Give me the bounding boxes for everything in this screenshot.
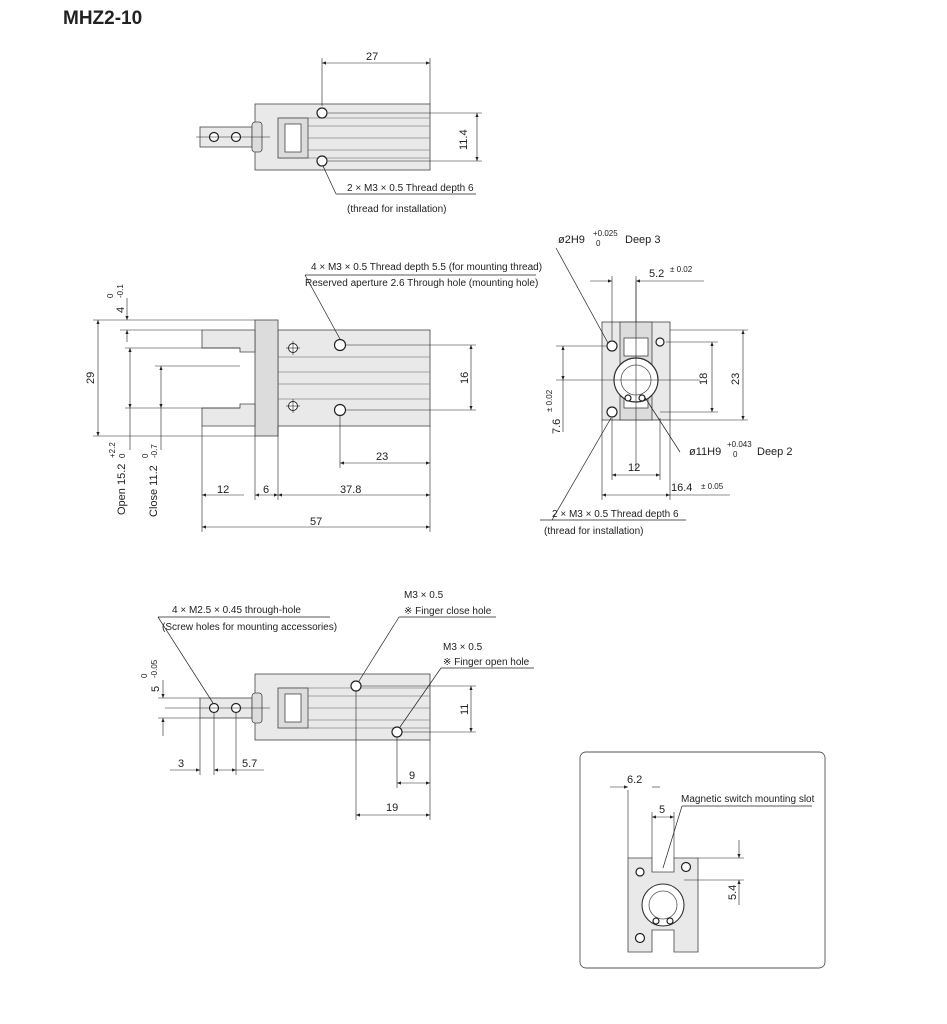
end-dim-23: 23 — [730, 373, 742, 385]
end-small-hole-1 — [624, 394, 632, 402]
end-mount-hole-1 — [606, 340, 618, 352]
bottom-dim-5-7: 5.7 — [242, 758, 257, 770]
side-open-label: Open 15.2 — [116, 464, 128, 515]
top-callout-purpose: (thread for installation) — [347, 204, 447, 215]
detail-small-hole-2 — [666, 917, 674, 925]
end-small-hole-2 — [638, 394, 646, 402]
side-mount-hole-2 — [333, 403, 347, 417]
end-dim-7-6-tol: ± 0.02 — [545, 389, 554, 412]
bottom-screw-purpose: (Screw holes for mounting accessories) — [162, 622, 337, 633]
detail-small-hole-1 — [652, 917, 660, 925]
close-port-label: ※ Finger close hole — [404, 606, 492, 617]
end-bore-tol-upper: +0.025 — [593, 229, 618, 238]
detail-frame — [579, 751, 826, 969]
end-counterbore-deep: Deep 2 — [757, 446, 792, 458]
side-dim-6: 6 — [263, 484, 269, 496]
side-dim-12: 12 — [217, 484, 229, 496]
side-close-label: Close 11.2 — [148, 465, 160, 517]
end-dim-16-4: 16.4 — [671, 482, 692, 494]
detail-counterbore — [641, 883, 685, 927]
detail-mount-hole-2 — [634, 932, 646, 944]
bottom-dim-5-tol-lower: -0.05 — [150, 659, 159, 678]
end-dim-5-2: 5.2 — [649, 268, 664, 280]
end-dim-16-4-tol: ± 0.05 — [701, 482, 724, 491]
bottom-view: 4 × M2.5 × 0.45 through-hole (Screw hole… — [140, 590, 534, 820]
end-dim-7-6: 7.6 — [551, 419, 563, 434]
side-dim-16: 16 — [459, 372, 471, 384]
bottom-dim-9: 9 — [409, 770, 415, 782]
page-title: MHZ2-10 — [63, 8, 143, 29]
side-lower-finger — [201, 403, 256, 427]
side-close-tol-upper: 0 — [141, 453, 150, 458]
detail-mount-hole-1 — [680, 861, 692, 873]
top-view: 27 11.4 2 × M3 × 0.5 Thread depth 6 (thr… — [196, 51, 482, 215]
side-close-tol-lower: -0.7 — [150, 444, 159, 458]
side-view-body — [277, 329, 431, 427]
side-callout-reserved: Reserved aperture 2.6 Through hole (moun… — [305, 278, 538, 289]
side-view: 4 × M3 × 0.5 Thread depth 5.5 (for mount… — [85, 262, 542, 532]
side-dim-37-8: 37.8 — [340, 484, 361, 496]
side-mount-hole-1 — [333, 338, 347, 352]
end-dim-18: 18 — [698, 373, 710, 385]
top-dim-length: 27 — [366, 51, 378, 63]
end-bore-deep: Deep 3 — [625, 234, 660, 246]
finger-open-port — [391, 726, 403, 738]
bottom-screw-label: 4 × M2.5 × 0.45 through-hole — [172, 605, 301, 616]
bottom-dim-19: 19 — [386, 802, 398, 814]
side-open-tol-lower: 0 — [118, 453, 127, 458]
side-dim-4-tol-upper: 0 — [106, 293, 115, 298]
side-dim-4: 4 — [115, 307, 127, 313]
open-port-size: M3 × 0.5 — [443, 642, 483, 653]
detail-slot-label: Magnetic switch mounting slot — [681, 794, 815, 805]
end-callout-purpose: (thread for installation) — [544, 526, 644, 537]
open-port-label: ※ Finger open hole — [443, 657, 530, 668]
detail-dim-5-4: 5.4 — [727, 885, 739, 900]
bottom-dim-11: 11 — [459, 704, 471, 715]
end-mount-hole-2 — [606, 406, 618, 418]
end-counterbore-label: ø11H9 — [689, 446, 721, 458]
side-dim-23: 23 — [376, 451, 388, 463]
top-callout-thread: 2 × M3 × 0.5 Thread depth 6 — [347, 183, 474, 194]
detail-dim-6-2: 6.2 — [627, 774, 642, 786]
side-dim-29: 29 — [85, 372, 97, 384]
bottom-dim-5-tol-upper: 0 — [140, 673, 149, 678]
end-pin-hole — [655, 337, 665, 347]
top-dim-height: 11.4 — [458, 129, 470, 150]
end-view: ø2H9 +0.025 0 Deep 3 5.2 ± 0.02 18 23 7.… — [540, 229, 792, 537]
side-callout-thread: 4 × M3 × 0.5 Thread depth 5.5 (for mount… — [311, 262, 542, 273]
bottom-dim-3: 3 — [178, 758, 184, 770]
end-dim-12: 12 — [628, 462, 640, 474]
finger-close-port — [350, 680, 362, 692]
end-counterbore-tol-upper: +0.043 — [727, 440, 752, 449]
top-mount-hole-2 — [316, 155, 328, 167]
bottom-dim-5: 5 — [150, 686, 162, 692]
side-view-flange — [254, 319, 279, 437]
side-upper-finger — [201, 329, 256, 353]
side-dim-57: 57 — [310, 516, 322, 528]
end-counterbore-tol-lower: 0 — [733, 450, 738, 459]
end-callout-thread: 2 × M3 × 0.5 Thread depth 6 — [552, 509, 679, 520]
side-open-tol-upper: +2.2 — [108, 442, 117, 458]
detail-view: 6.2 5 Magnetic switch mounting slot 5.4 — [579, 751, 826, 969]
detail-dim-5: 5 — [659, 804, 665, 816]
end-dim-5-2-tol: ± 0.02 — [670, 265, 693, 274]
end-bore-label: ø2H9 — [558, 234, 585, 246]
side-dim-4-tol-lower: -0.1 — [116, 284, 125, 298]
close-port-size: M3 × 0.5 — [404, 590, 444, 601]
end-bore-tol-lower: 0 — [596, 239, 601, 248]
detail-pin-hole — [635, 867, 645, 877]
top-mount-hole-1 — [316, 107, 328, 119]
